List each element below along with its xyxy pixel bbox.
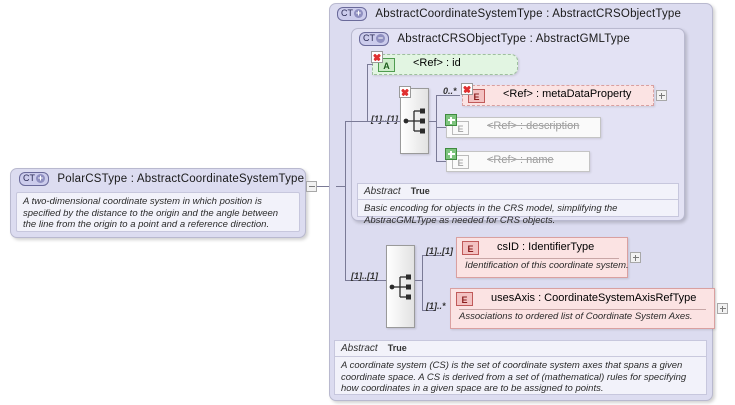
id-attribute-node[interactable]: A <Ref> : id (372, 54, 518, 75)
metadataproperty-node[interactable]: E <Ref> : metaDataProperty (462, 85, 654, 106)
metadataproperty-label: <Ref> : metaDataProperty (503, 88, 632, 100)
name-node[interactable]: E <Ref> : name (446, 151, 590, 172)
id-attribute-label: <Ref> : id (413, 57, 461, 69)
ct-badge-symbol: + (36, 173, 45, 184)
abstract-value: True (387, 343, 407, 353)
usesaxis-expand-button[interactable] (717, 303, 728, 314)
abstractcrsobjecttype-doc-panel: Abstract True Basic encoding for objects … (357, 183, 679, 226)
connector-outer-up-to-inner (345, 121, 367, 122)
connector-outer-from-left (336, 186, 346, 187)
ct-badge-text: CT (341, 8, 353, 18)
abstractcoordinatesystemtype-abstract-row: Abstract True (335, 341, 706, 357)
name-label: <Ref> : name (487, 154, 554, 166)
connector-seq-out (429, 121, 437, 122)
csid-node[interactable]: E csID : IdentifierType Identification o… (456, 237, 629, 278)
csid-expand-button[interactable] (630, 252, 641, 263)
connector-outer-vertical (345, 121, 346, 280)
description-plus-icon[interactable] (445, 114, 457, 126)
connector-seq-branch-vertical (436, 95, 437, 161)
abstractcrsobjecttype-title-row: CT− AbstractCRSObjectType : AbstractGMLT… (359, 32, 630, 46)
id-attribute-x-icon (371, 51, 383, 63)
element-icon: E (456, 292, 473, 306)
connector-outer-branch-vertical (422, 255, 423, 310)
usesaxis-separator (459, 309, 706, 310)
abstractcoordinatesystemtype-title: AbstractCoordinateSystemType : AbstractC… (375, 8, 682, 21)
connector-seq-to-usesaxis (422, 310, 436, 311)
element-icon: E (462, 241, 479, 255)
inner-sequence-x-icon (399, 86, 411, 98)
polarcstype-title: PolarCSType : AbstractCoordinateSystemTy… (57, 173, 305, 186)
description-label: <Ref> : description (487, 120, 580, 132)
connector-outer-to-sequence (345, 280, 387, 281)
abstractcoordinatesystemtype-title-row: CT+ AbstractCoordinateSystemType : Abstr… (337, 7, 681, 21)
usesaxis-occurrence: [1]..* (426, 301, 446, 311)
ct-badge-symbol: − (376, 33, 385, 44)
connector-seq-to-description (436, 127, 446, 128)
connector-left-to-outer (317, 186, 336, 187)
ct-badge-text: CT (23, 173, 35, 183)
csid-label: csID : IdentifierType (497, 241, 595, 253)
abstractcoordinatesystemtype-documentation: A coordinate system (CS) is the set of c… (341, 360, 687, 394)
connector-seq-to-csid (422, 255, 442, 256)
complex-type-expand-icon[interactable]: CT+ (337, 7, 367, 21)
metadataproperty-x-icon (461, 83, 473, 95)
inner-sequence-occurrence: [1]..[1] (371, 114, 398, 124)
csid-occurrence: [1]..[1] (426, 246, 453, 256)
sequence-compositor-icon (403, 108, 425, 134)
usesaxis-label: usesAxis : CoordinateSystemAxisRefType (491, 292, 697, 304)
polarcstype-doc-panel: A two-dimensional coordinate system in w… (16, 192, 300, 232)
abstractcrsobjecttype-documentation: Basic encoding for objects in the CRS mo… (364, 203, 618, 226)
ct-badge-symbol: + (354, 8, 363, 19)
csid-separator (465, 258, 619, 259)
sequence-compositor-icon (389, 274, 411, 300)
abstractcrsobjecttype-abstract-row: Abstract True (358, 184, 678, 200)
abstract-label: Abstract (341, 343, 378, 354)
abstract-value: True (410, 186, 430, 196)
connector-outer-seq-out (415, 280, 423, 281)
complex-type-expand-icon[interactable]: CT+ (19, 172, 49, 186)
abstractcrsobjecttype-title: AbstractCRSObjectType : AbstractGMLType (397, 33, 630, 46)
polarcstype-documentation: A two-dimensional coordinate system in w… (23, 196, 279, 230)
connector-seq-to-metadata (436, 95, 460, 96)
metadataproperty-expand-button[interactable] (656, 90, 667, 101)
polarcstype-title-row: CT+ PolarCSType : AbstractCoordinateSyst… (19, 172, 304, 186)
name-plus-icon[interactable] (445, 148, 457, 160)
metadataproperty-occurrence: 0..* (443, 86, 457, 96)
ct-badge-text: CT (363, 33, 375, 43)
abstract-label: Abstract (364, 186, 401, 197)
complex-type-collapse-icon[interactable]: CT− (359, 32, 389, 46)
connector-inner-vertical (367, 64, 368, 121)
connector-inner-to-attr (367, 64, 373, 65)
connector-inner-to-sequence (367, 121, 400, 122)
abstractcoordinatesystemtype-doc-panel: Abstract True A coordinate system (CS) is… (334, 340, 707, 395)
usesaxis-node[interactable]: E usesAxis : CoordinateSystemAxisRefType… (450, 288, 715, 329)
connector-seq-to-name (436, 161, 446, 162)
usesaxis-documentation: Associations to ordered list of Coordina… (459, 311, 693, 322)
csid-documentation: Identification of this coordinate system… (465, 260, 629, 271)
outer-sequence-occurrence: [1]..[1] (351, 271, 378, 281)
polarcstype-collapse-toggle[interactable] (306, 181, 317, 192)
description-node[interactable]: E <Ref> : description (446, 117, 601, 138)
